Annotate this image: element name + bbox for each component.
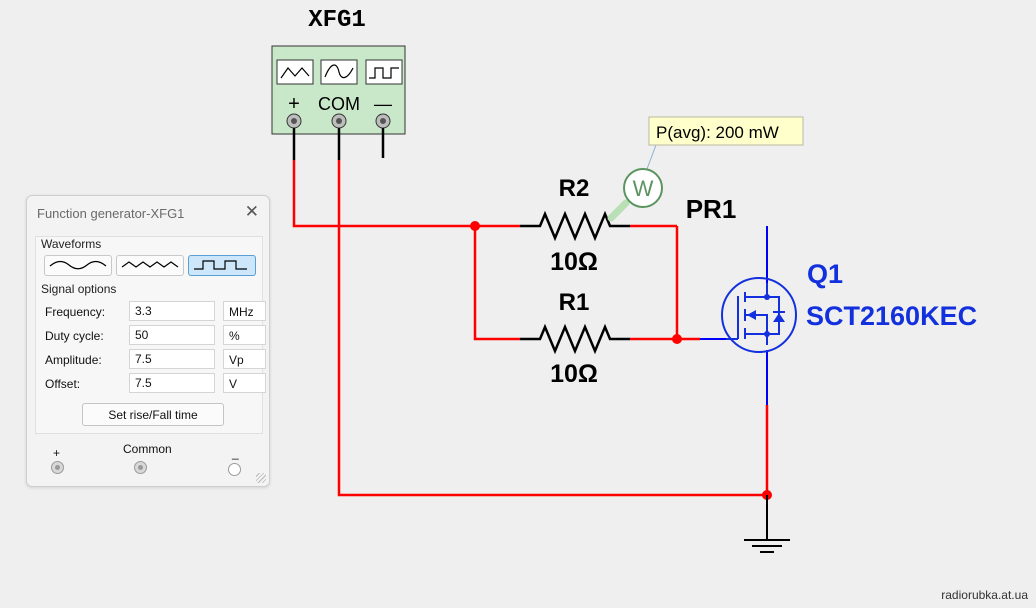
function-generator-window[interactable]: Function generator-XFG1 ✕ Waveforms Sign… [26, 195, 270, 487]
plus-terminal-connector[interactable] [51, 461, 64, 474]
junction-dot [470, 221, 480, 231]
wattmeter-icon: W [633, 176, 654, 201]
amplitude-input[interactable] [129, 349, 215, 369]
amplitude-unit[interactable]: Vp [223, 349, 266, 369]
waveforms-heading: Waveforms [41, 237, 102, 251]
r1-value: 10Ω [550, 360, 598, 388]
window-title: Function generator-XFG1 [37, 206, 185, 221]
com-terminal-label: COM [318, 94, 360, 114]
plus-label: + [53, 446, 61, 460]
signal-options-heading: Signal options [41, 282, 117, 296]
square-wave-button[interactable] [188, 255, 256, 276]
close-icon[interactable]: ✕ [244, 202, 259, 221]
probe-label: PR1 [686, 194, 737, 224]
common-terminal-connector[interactable] [134, 461, 147, 474]
minus-terminal[interactable] [375, 113, 391, 129]
triangle-wave-button[interactable] [116, 255, 184, 276]
common-label: Common [123, 442, 172, 456]
q1-label: Q1 [807, 259, 843, 289]
resize-grip[interactable] [256, 473, 266, 483]
set-rise-fall-button[interactable]: Set rise/Fall time [82, 403, 224, 426]
resistor-r1[interactable]: R1 10Ω [520, 289, 630, 388]
red-wires[interactable] [292, 160, 769, 497]
r2-label: R2 [559, 175, 590, 202]
r1-label: R1 [559, 289, 590, 316]
junction-dot [672, 334, 682, 344]
offset-unit[interactable]: V [223, 373, 266, 393]
minus-terminal-connector[interactable] [228, 463, 241, 476]
amplitude-label: Amplitude: [45, 353, 102, 367]
probe-tooltip: P(avg): 200 mW [656, 123, 779, 142]
power-probe-pr1[interactable]: P(avg): 200 mW W PR1 [607, 116, 804, 224]
plus-terminal[interactable] [286, 113, 302, 129]
instrument-xfg1[interactable]: XFG1 + COM — [271, 7, 406, 135]
minus-terminal-label: — [374, 94, 392, 114]
sine-wave-icon [49, 260, 107, 270]
duty-cycle-unit[interactable]: % [223, 325, 266, 345]
sine-wave-button[interactable] [44, 255, 112, 276]
offset-label: Offset: [45, 377, 81, 391]
mosfet-q1[interactable]: Q1 SCT2160KEC [721, 259, 977, 353]
sine-wave-icon [320, 59, 358, 85]
triangle-wave-icon [276, 59, 314, 85]
frequency-label: Frequency: [45, 305, 106, 319]
frequency-input[interactable] [129, 301, 215, 321]
square-wave-icon [365, 59, 403, 85]
terminal-leads [292, 128, 385, 160]
watermark: radiorubka.at.ua [941, 588, 1028, 602]
blue-wires[interactable] [700, 226, 768, 405]
duty-cycle-label: Duty cycle: [45, 329, 104, 343]
offset-input[interactable] [129, 373, 215, 393]
minus-label: _ [232, 446, 239, 460]
resistor-r2[interactable]: R2 10Ω [520, 175, 630, 276]
triangle-wave-icon [121, 261, 179, 268]
q1-part: SCT2160KEC [806, 301, 977, 331]
ground-symbol[interactable] [744, 495, 790, 553]
instrument-name: XFG1 [308, 7, 366, 34]
settings-panel: Waveforms Signal options Frequency: MHz … [35, 236, 266, 434]
frequency-unit[interactable]: MHz [223, 301, 266, 321]
junctions [470, 221, 772, 500]
square-wave-icon [194, 260, 247, 270]
duty-cycle-input[interactable] [129, 325, 215, 345]
r2-value: 10Ω [550, 248, 598, 276]
com-terminal[interactable] [331, 113, 347, 129]
plus-terminal-label: + [288, 93, 300, 115]
